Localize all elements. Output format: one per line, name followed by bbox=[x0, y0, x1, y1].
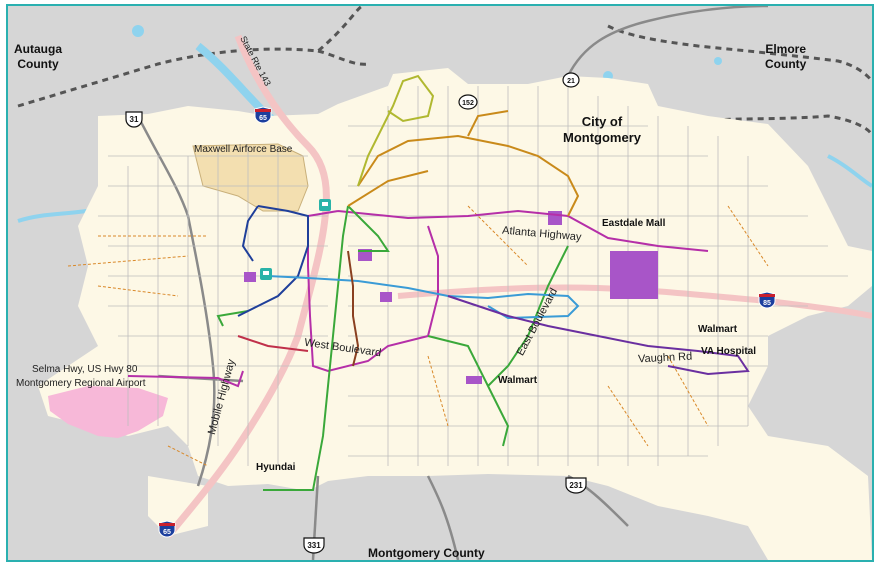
shield-number: 331 bbox=[307, 541, 321, 550]
city-label: City of Montgomery bbox=[563, 114, 641, 146]
walmart-east-label: Walmart bbox=[698, 324, 738, 335]
county-label-elmore: Elmore County bbox=[765, 42, 806, 72]
state-route-shield-icon: 152 bbox=[458, 94, 478, 110]
va-hospital-label: VA Hospital bbox=[701, 346, 757, 357]
interstate-shield-icon: 85 bbox=[758, 291, 776, 309]
street-grid bbox=[98, 86, 848, 466]
map-frame: Autauga County Elmore County Montgomery … bbox=[6, 4, 874, 562]
shield-number: 65 bbox=[163, 529, 171, 536]
transit-center-icon[interactable] bbox=[260, 268, 272, 280]
county-label-montgomery: Montgomery County bbox=[368, 546, 485, 560]
airport-area bbox=[48, 386, 168, 438]
shield-number: 85 bbox=[763, 300, 771, 307]
maxwell-afb bbox=[192, 143, 309, 212]
shield-number: 231 bbox=[569, 481, 583, 490]
shield-number: 21 bbox=[567, 78, 575, 85]
shield-number: 65 bbox=[259, 115, 267, 122]
city-label-line: City of bbox=[581, 114, 623, 129]
commercial-districts bbox=[244, 211, 658, 384]
state-route-shield-icon: 21 bbox=[562, 72, 580, 88]
us-route-shield-icon: 331 bbox=[303, 537, 325, 554]
county-label-line: County bbox=[17, 57, 59, 71]
transit-center-icon[interactable] bbox=[319, 199, 331, 211]
us-route-shield-icon: 31 bbox=[125, 111, 143, 128]
airport-label: Montgomery Regional Airport bbox=[16, 378, 146, 389]
hyundai-label: Hyundai bbox=[256, 462, 296, 473]
us-route-shield-icon: 231 bbox=[565, 477, 587, 494]
pond bbox=[132, 25, 144, 37]
county-roads bbox=[67, 205, 769, 467]
pond bbox=[714, 57, 722, 65]
county-label-autauga: Autauga County bbox=[14, 42, 62, 72]
city-label-line: Montgomery bbox=[563, 130, 641, 145]
map-canvas[interactable] bbox=[8, 6, 872, 560]
interstate-85 bbox=[397, 284, 872, 319]
interstate-shield-icon: 65 bbox=[254, 106, 272, 124]
shield-number: 152 bbox=[462, 100, 474, 107]
bus-routes bbox=[127, 74, 750, 491]
county-label-line: County bbox=[765, 57, 807, 71]
selma-hwy-label: Selma Hwy, US Hwy 80 bbox=[32, 364, 138, 375]
interstate-65 bbox=[165, 34, 330, 539]
maxwell-afb-label: Maxwell Airforce Base bbox=[194, 144, 293, 155]
county-boundary-elmore bbox=[607, 24, 872, 137]
county-label-line: Elmore bbox=[765, 42, 806, 56]
walmart-south-label: Walmart bbox=[498, 375, 538, 386]
interstate-shield-icon: 65 bbox=[158, 520, 176, 538]
county-label-line: Autauga bbox=[14, 42, 62, 56]
eastdale-mall-label: Eastdale Mall bbox=[602, 218, 666, 229]
shield-number: 31 bbox=[130, 115, 139, 124]
